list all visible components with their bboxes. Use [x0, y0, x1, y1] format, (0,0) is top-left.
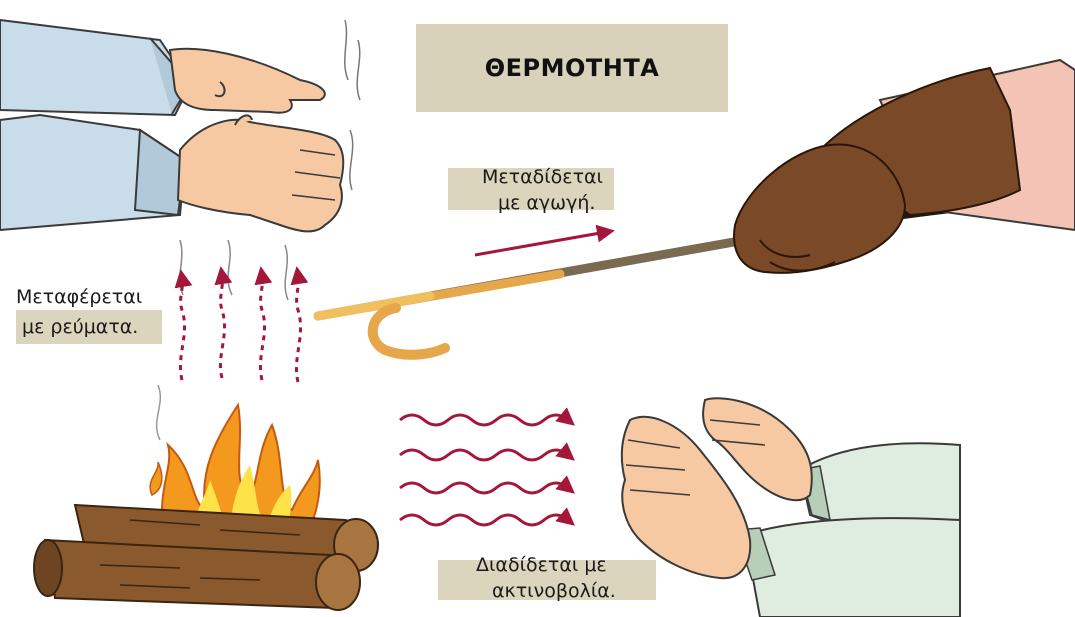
convection-label-line2: με ρεύματα. [22, 314, 138, 340]
page-title: ΘΕΡΜΟΤΗΤΑ [485, 54, 660, 82]
convection-label-line1: Μεταφέρεται [16, 284, 142, 310]
title-box: ΘΕΡΜΟΤΗΤΑ [416, 24, 728, 112]
campfire-illustration [34, 385, 378, 610]
hands-warming-illustration [622, 398, 960, 617]
radiation-label-line1: Διαδίδεται με [476, 552, 607, 578]
hands-over-fire-illustration [0, 20, 360, 300]
radiation-label-line2: ακτινοβολία. [492, 578, 616, 604]
conduction-arrow [475, 232, 606, 255]
conduction-label-line1: Μεταδίδεται [482, 164, 603, 190]
radiation-arrows [400, 415, 568, 525]
convection-arrows [180, 275, 300, 382]
conduction-label-line2: με αγωγή. [498, 190, 595, 216]
conduction-label: Μεταδίδεται με αγωγή. [448, 168, 614, 210]
convection-label: Μεταφέρεται με ρεύματα. [16, 310, 162, 344]
radiation-label: Διαδίδεται με ακτινοβολία. [438, 560, 656, 600]
